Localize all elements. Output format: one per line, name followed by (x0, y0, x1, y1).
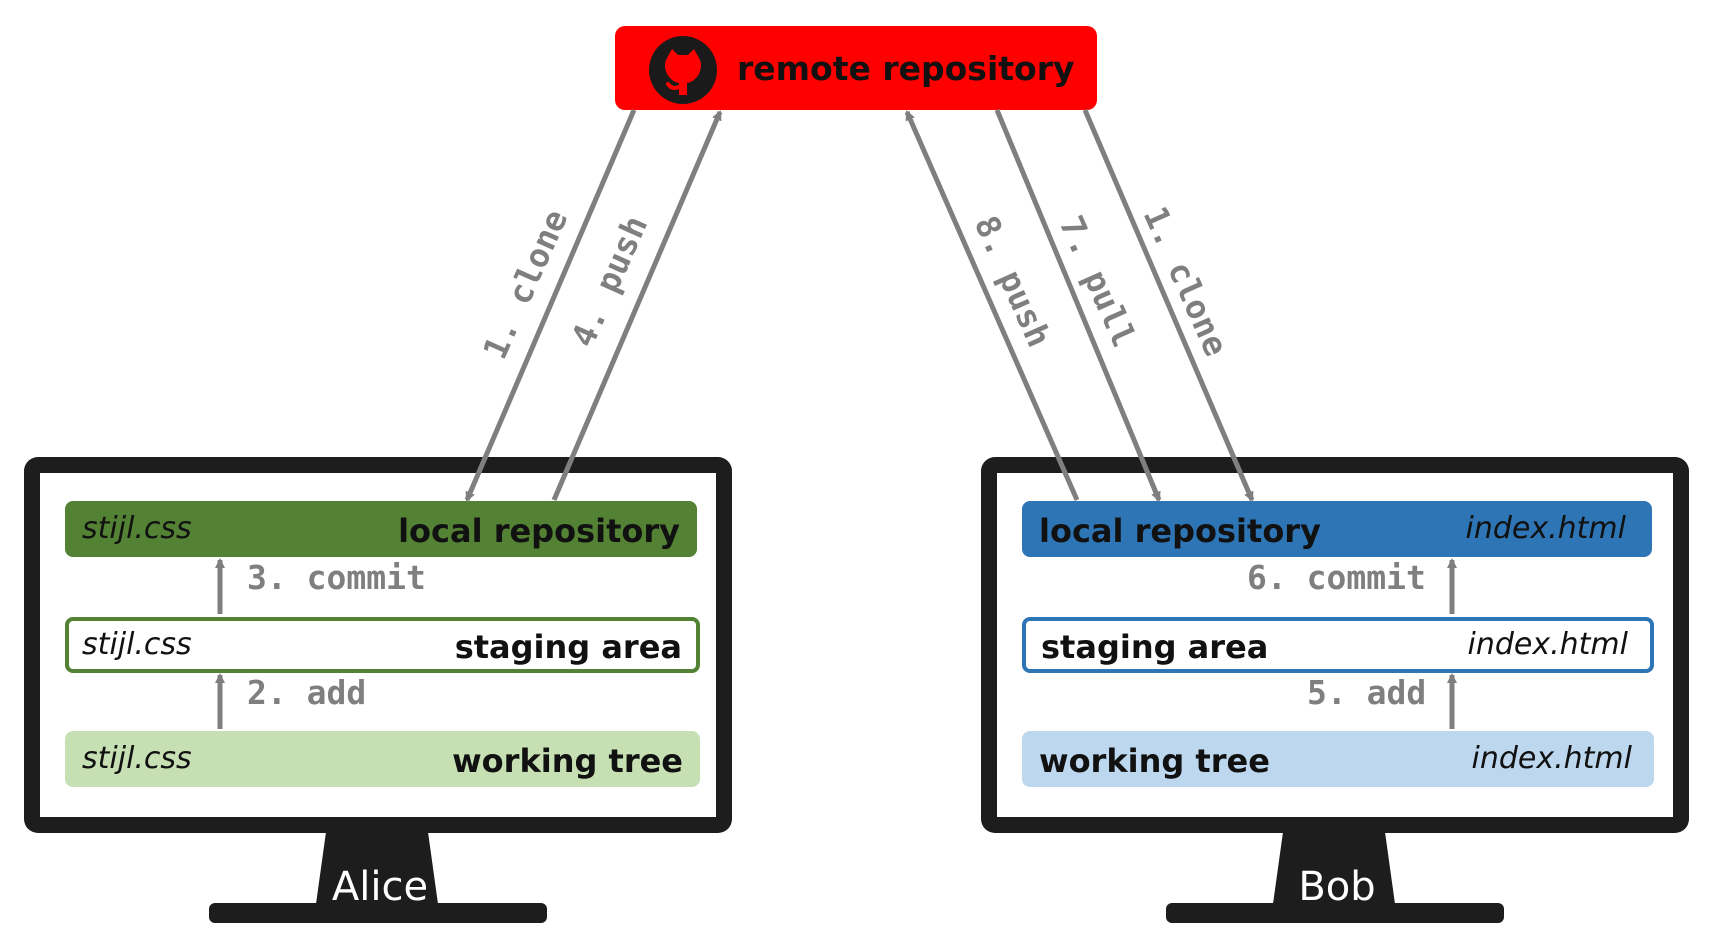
bob-monitor-base (1166, 903, 1504, 923)
alice-local-file: stijl.css (82, 511, 192, 546)
bob-working-tree: working tree index.html (1022, 731, 1654, 787)
bob-clone-label: 1. clone (1136, 201, 1236, 362)
alice-push-arrow (551, 110, 723, 501)
alice-working-label: working tree (452, 742, 683, 780)
alice-staging-file: stijl.css (82, 627, 192, 662)
alice-monitor-base (209, 903, 547, 923)
bob-push-label: 8. push (967, 210, 1059, 353)
alice-push-label: 4. push (563, 210, 655, 353)
alice-working-file: stijl.css (82, 741, 192, 776)
bob-push-arrow (904, 110, 1080, 502)
alice-local-repository: stijl.css local repository (65, 501, 697, 557)
alice-working-tree: stijl.css working tree (65, 731, 700, 787)
alice-local-label: local repository (398, 512, 680, 550)
bob-local-file: index.html (1465, 511, 1626, 546)
bob-pull-label: 7. pull (1052, 210, 1144, 353)
bob-staging-label: staging area (1041, 628, 1269, 666)
bob-clone-arrow (1082, 109, 1255, 502)
bob-working-file: index.html (1471, 741, 1632, 776)
github-icon (647, 34, 719, 106)
bob-pull-arrow (994, 109, 1162, 502)
bob-working-label: working tree (1039, 742, 1270, 780)
alice-staging-area: stijl.css staging area (65, 617, 700, 673)
bob-staging-area: staging area index.html (1022, 617, 1654, 673)
alice-label: Alice (331, 864, 429, 910)
bob-staging-file: index.html (1467, 627, 1628, 662)
alice-clone-arrow (464, 109, 637, 502)
alice-staging-label: staging area (454, 628, 682, 666)
bob-label: Bob (1298, 864, 1376, 910)
bob-local-label: local repository (1039, 512, 1321, 550)
alice-clone-label: 1. clone (475, 204, 575, 365)
remote-repository-label: remote repository (737, 49, 1075, 88)
bob-local-repository: local repository index.html (1022, 501, 1652, 557)
remote-repository-node: remote repository (615, 26, 1097, 110)
